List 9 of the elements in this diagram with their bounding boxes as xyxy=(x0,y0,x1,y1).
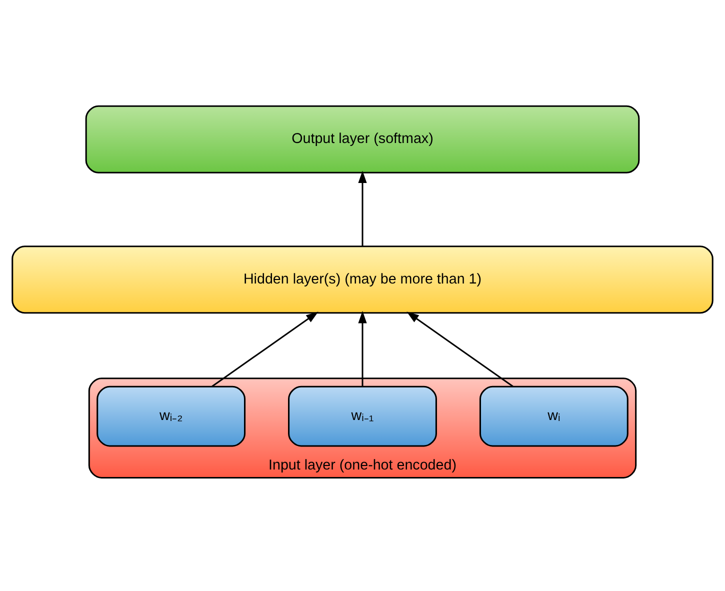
node-box: Hidden layer(s) (may be more than 1) xyxy=(12,245,714,314)
node-box: wᵢ xyxy=(479,385,628,446)
node-box: Output layer (softmax) xyxy=(85,104,640,173)
arrow xyxy=(358,310,367,386)
arrow xyxy=(358,170,367,246)
arrow xyxy=(406,311,514,387)
arrow xyxy=(212,311,318,387)
node-box: wᵢ₋₂ xyxy=(96,385,246,446)
node-box: wᵢ₋₁ xyxy=(288,385,437,446)
